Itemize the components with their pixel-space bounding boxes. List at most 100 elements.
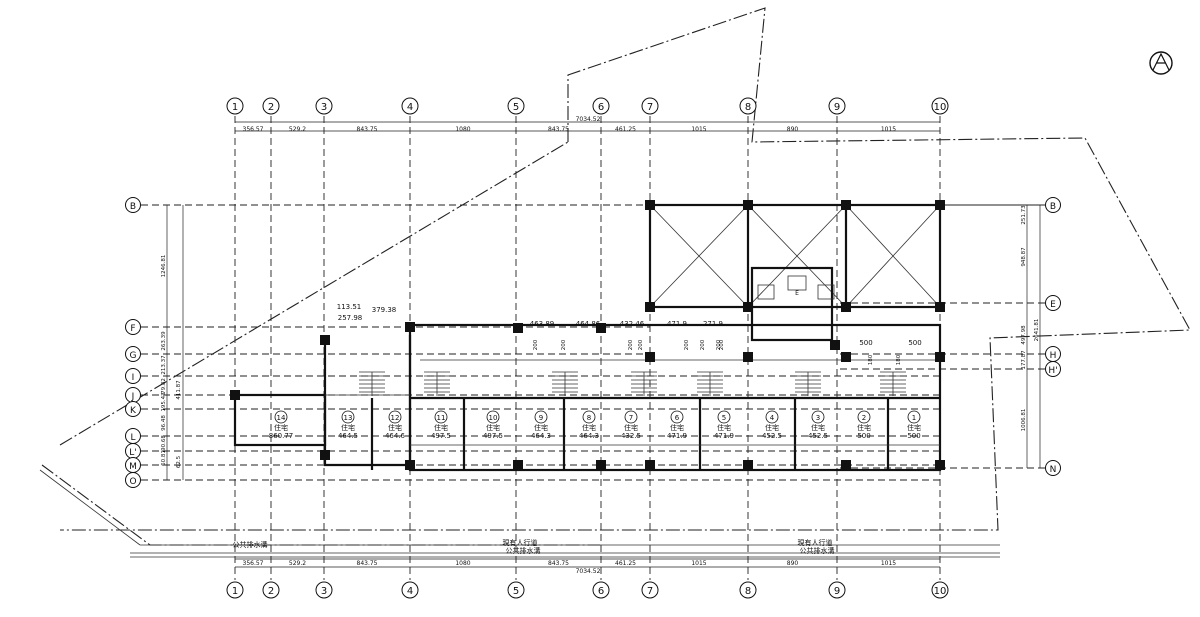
grid-bubble [828,97,846,115]
street-lines [39,469,1000,558]
grid-label: 7 [647,586,653,597]
unit-area: 471.9 [714,432,734,440]
dim-label: 263.39 [161,331,167,351]
unit-number: 9 [539,414,543,422]
dim-label: 463.89 [530,320,555,328]
column [230,390,240,400]
unit-area: 464.3 [531,432,551,440]
column [405,460,415,470]
grid-label: 6 [598,102,604,113]
grid-label: 3 [321,102,327,113]
grid-bubble [125,401,141,417]
unit-number-bubble [765,410,779,424]
column [841,200,851,210]
grid-bubble [592,97,610,115]
street-sidewalk-label: 現有人行道 [798,538,833,547]
dim-label: 271.9 [703,320,723,328]
stair [552,371,578,396]
unit-number: 6 [675,414,680,422]
unit-use: 住宅 [670,423,684,432]
unit-area: 452.5 [762,432,782,440]
column [743,460,753,470]
grid-lines [141,116,1045,580]
grid-label: N [1050,465,1057,475]
grid-bubble [226,97,244,115]
unit-number-bubble [274,410,288,424]
grid-bubble [507,97,525,115]
grid-bubble [226,581,244,599]
dim-label: 411.87 [176,380,182,400]
grid-label: 4 [407,586,413,597]
grid-bubble [592,581,610,599]
grid-label: 9 [834,586,840,597]
grid-bubble [401,581,419,599]
column [841,352,851,362]
dim-label: 843.75 [357,560,378,567]
street-sidewalk-label: 現有人行道 [503,538,538,547]
door-width-label: 200 [638,339,644,350]
dim-label: 251.73 [1021,205,1027,225]
unit-number-bubble [670,410,684,424]
grid-bubble [1045,295,1061,311]
unit-area: 432.5 [621,432,641,440]
grid-label: 6 [598,586,604,597]
grid-label: 8 [745,102,751,113]
unit-area: 452.5 [808,432,828,440]
dim-label: 890 [787,126,799,133]
unit-area: 471.9 [667,432,687,440]
unit-area: 464.5 [338,432,358,440]
unit-use: 住宅 [341,423,355,432]
stair [880,371,906,396]
grid-bubble [125,197,141,213]
grid-bubble [641,97,659,115]
elevator-label: E [795,290,799,297]
unit-use: 住宅 [582,423,596,432]
column [743,352,753,362]
unit-use: 住宅 [857,423,871,432]
stair [697,371,723,396]
column [743,200,753,210]
column [935,302,945,312]
dim-label: 843.75 [548,560,569,567]
dim-label: 1015 [691,126,706,133]
dim-label: 356.57 [243,126,264,133]
dim-label: 195.43 [161,392,167,412]
column [513,460,523,470]
dim-label: 113.51 [337,303,362,311]
site-boundary [41,7,1191,546]
grid-bubble [641,581,659,599]
unit-number-bubble [624,410,638,424]
unit-number: 13 [344,414,353,422]
unit-area: 860.77 [269,432,294,440]
grid-label: K [130,406,137,416]
dim-label: 432.46 [620,320,645,328]
grid-label: J [131,392,135,402]
unit-number-bubble [811,410,825,424]
grid-label: 8 [745,586,751,597]
unit-number-bubble [534,410,548,424]
grid-label: 10 [934,102,947,113]
unit-use: 住宅 [486,423,500,432]
dim-label: 2641.81 [1034,319,1040,342]
unit-number: 12 [391,414,400,422]
grid-bubble [1045,460,1061,476]
unit-number: 5 [722,414,726,422]
column [405,322,415,332]
dim-overall: 7034.52 [576,568,601,575]
dim-label: 471.9 [667,320,687,328]
column [743,302,753,312]
grid-bubble [125,319,141,335]
column [645,352,655,362]
column [645,200,655,210]
dim-label: 96.48 [161,415,167,431]
grid-bubble [931,581,949,599]
dim-label: 464.86 [576,320,601,328]
unit-area: 497.5 [483,432,503,440]
grid-label: 1 [232,586,238,597]
grid-label: 5 [513,586,519,597]
dim-label: 1080 [455,560,470,567]
grid-label: M [129,462,137,472]
grid-bubble [262,97,280,115]
door-width-label: 200 [684,339,690,350]
